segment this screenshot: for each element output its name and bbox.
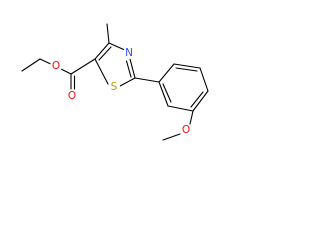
bond-c5-c4 [94, 42, 110, 60]
bond-ph-c5-o-methoxy [189, 110, 194, 125]
bond-c2-phenyl [134, 77, 160, 83]
molecule-structure-diagram: S N O O O [21, 23, 209, 141]
atom-o-ester-label: O [52, 60, 60, 72]
atom-o-methoxy-label: O [182, 124, 190, 136]
atom-s1: S [108, 81, 120, 93]
atom-o-carbonyl-bg [66, 90, 78, 102]
bond-ph-c6-c1-inner [162, 83, 172, 103]
atom-o-carbonyl: O [66, 90, 78, 102]
atom-n3-bg [123, 47, 135, 59]
bond-n3-c2-a [129, 58, 136, 79]
atom-n3-label: N [125, 47, 133, 59]
atom-o-methoxy-bg [180, 124, 192, 136]
atom-o-carbonyl-label: O [68, 90, 76, 102]
atom-labels: S N O O O [50, 47, 192, 136]
bond-c2-s1 [119, 77, 136, 87]
atom-o-ester-bg [50, 60, 62, 72]
bond-c5-c4-inner [98, 46, 112, 61]
bond-carbonyl-c5 [70, 58, 96, 75]
bond-ph-c2-c3-inner [175, 67, 198, 72]
atom-n3: N [123, 47, 135, 59]
bond-ch3-ch2 [21, 58, 41, 72]
atom-s1-label: S [111, 81, 118, 93]
bond-s1-c5 [94, 58, 109, 85]
bond-o-methoxy-ch3 [162, 133, 181, 141]
atom-o-ester: O [50, 60, 62, 72]
bond-c4-methyl [106, 23, 110, 44]
bond-ph-c1-c2 [158, 63, 175, 83]
atom-s1-bg [108, 81, 120, 93]
bond-n3-c2-b [125, 60, 132, 78]
bond-ph-c4-c5-inner [190, 91, 204, 108]
bond-ph-c6-c1 [158, 81, 169, 107]
bond-ph-c4-c5 [192, 90, 209, 112]
atom-o-methoxy: O [180, 124, 192, 136]
bonds [21, 23, 209, 141]
bond-ph-c3-c4 [199, 67, 209, 92]
bond-ph-c2-c3 [173, 63, 201, 69]
bond-c4-n3 [108, 42, 128, 52]
bond-ph-c5-c6 [167, 105, 194, 112]
